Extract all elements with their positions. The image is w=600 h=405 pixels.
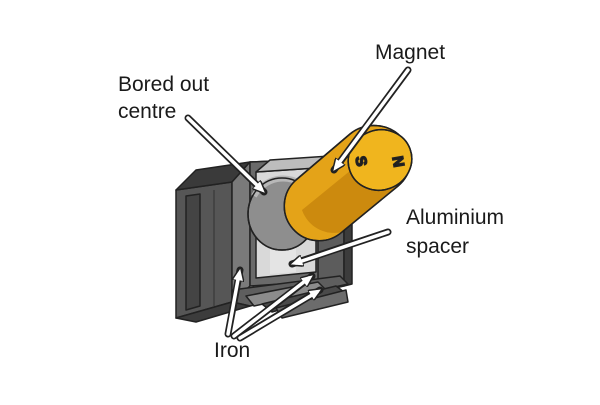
aluminium-spacer-label-line2: spacer [406, 235, 470, 258]
iron-arrow-right [236, 286, 320, 342]
iron-label: Iron [214, 339, 251, 362]
aluminium-spacer-label-line1: Aluminium [406, 206, 505, 229]
iron-arrow-middle [230, 272, 312, 340]
bored-out-centre-label-line2: centre [118, 100, 177, 123]
magnet-arrow [330, 66, 412, 170]
south-pole-label: S [351, 155, 369, 168]
iron-arrow-left [224, 270, 240, 338]
magnet-label: Magnet [375, 41, 446, 64]
bored-out-centre-label-line1: Bored out [118, 73, 210, 96]
aluminium-spacer-arrow [292, 228, 392, 268]
north-pole-label: N [388, 155, 407, 169]
pointer-arrows [184, 66, 412, 342]
bored-out-centre-arrow [184, 114, 264, 196]
magnet: S N [283, 124, 413, 242]
